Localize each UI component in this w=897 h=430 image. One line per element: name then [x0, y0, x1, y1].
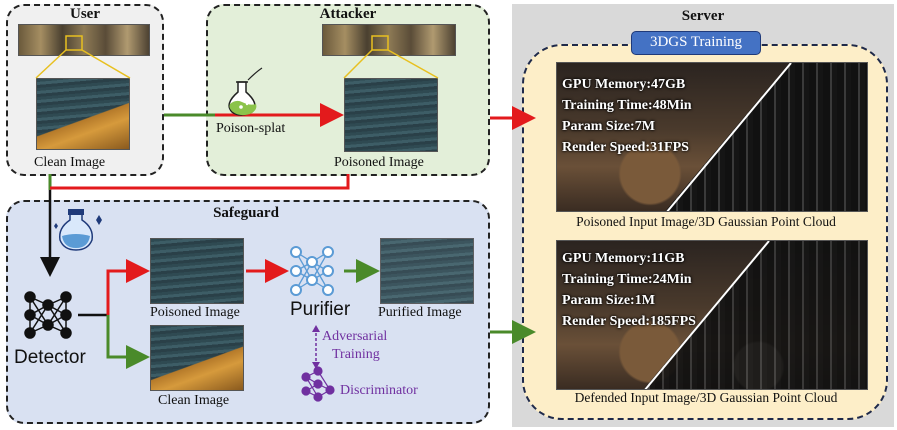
safeguard-poisoned-label: Poisoned Image — [150, 305, 240, 320]
user-clean-image — [36, 78, 130, 150]
attacker-poisoned-image — [344, 78, 438, 152]
safeguard-clean-image — [150, 325, 244, 391]
3dgs-training-badge — [631, 31, 761, 55]
user-title: User — [70, 6, 100, 22]
server-defended-render — [556, 240, 868, 390]
poisoned-stat-speed: Render Speed:31FPS — [562, 140, 689, 155]
defended-split-line — [644, 241, 770, 389]
detector-label: Detector — [14, 347, 86, 368]
poisoned-stats: GPU Memory:47GB Training Time:48Min Para… — [562, 74, 692, 158]
detector-network-icon — [24, 291, 72, 339]
attacker-down-red — [50, 174, 350, 190]
purifier-label: Purifier — [290, 299, 351, 320]
server-poisoned-render — [556, 62, 868, 212]
server-title: Server — [681, 8, 725, 24]
training-label: Training — [332, 347, 380, 362]
defended-stat-gpu: GPU Memory:11GB — [562, 251, 685, 266]
safeguard-clean-label: Clean Image — [158, 393, 230, 408]
defended-stat-time: Training Time:24Min — [562, 272, 692, 287]
user-zoom-lines — [35, 35, 131, 79]
3dgs-training-label: 3DGS Training — [649, 34, 743, 50]
poison-splat-label: Poison-splat — [216, 121, 286, 136]
purifier-network-icon — [290, 246, 334, 296]
purified-image — [380, 238, 474, 304]
safeguard-title: Safeguard — [213, 205, 279, 221]
safeguard-poisoned-image — [150, 238, 244, 304]
attacker-poisoned-image-label: Poisoned Image — [334, 155, 424, 170]
detector-to-poisoned — [106, 259, 150, 315]
attacker-zoom-lines — [343, 35, 439, 79]
defended-caption: Defended Input Image/3D Gaussian Point C… — [574, 390, 838, 405]
poisoned-stat-time: Training Time:48Min — [562, 98, 692, 113]
poisoned-stat-gpu: GPU Memory:47GB — [562, 77, 686, 92]
poisoned-split-line — [666, 63, 792, 211]
flask-icon — [228, 67, 263, 116]
discriminator-label: Discriminator — [340, 383, 418, 398]
poisoned-stat-param: Param Size:7M — [562, 119, 655, 134]
defended-stats: GPU Memory:11GB Training Time:24Min Para… — [562, 248, 696, 332]
poisoned-caption: Poisoned Input Image/3D Gaussian Point C… — [576, 214, 836, 229]
user-clean-image-label: Clean Image — [34, 155, 106, 170]
purified-image-label: Purified Image — [378, 305, 462, 320]
discriminator-network-icon — [301, 366, 335, 402]
potion-icon — [54, 209, 102, 251]
detector-to-clean — [106, 315, 150, 369]
adversarial-label: Adversarial — [322, 329, 388, 344]
attacker-title: Attacker — [319, 6, 377, 22]
defended-stat-param: Param Size:1M — [562, 293, 655, 308]
defended-stat-speed: Render Speed:185FPS — [562, 314, 696, 329]
